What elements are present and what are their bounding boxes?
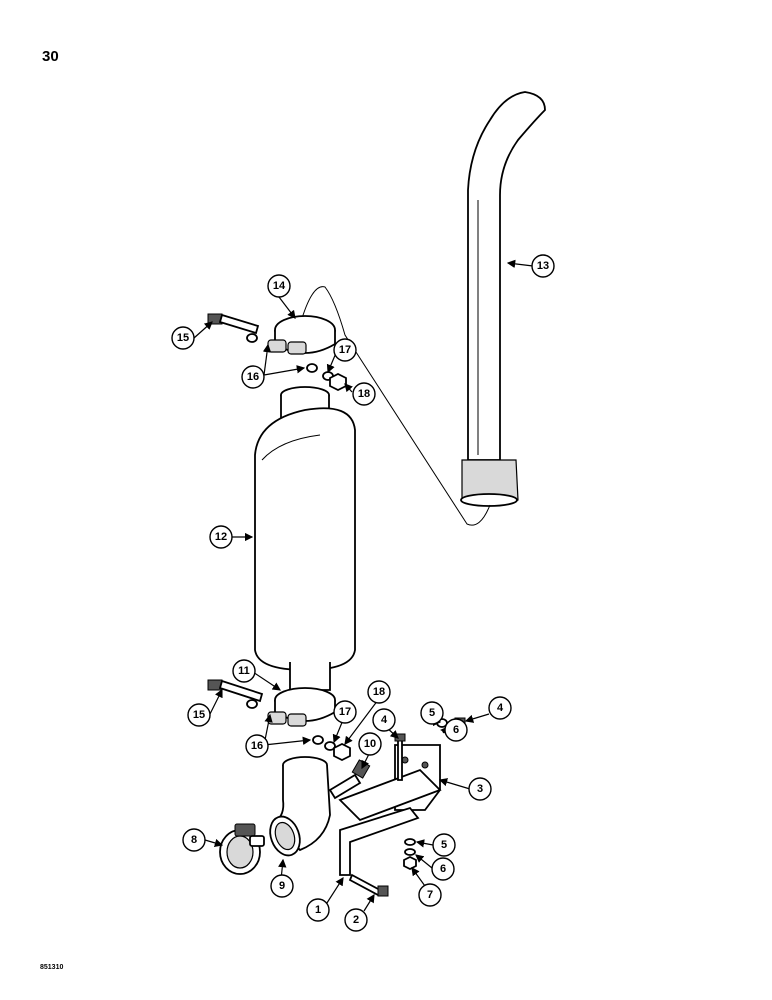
svg-text:18: 18	[373, 686, 385, 698]
lower-nut	[333, 742, 351, 762]
assembly-line	[299, 286, 491, 526]
callout-15-lower: 15	[187, 703, 211, 727]
callout-16-upper: 16	[241, 365, 265, 389]
svg-text:6: 6	[453, 724, 459, 736]
callout-6-lower: 6	[431, 857, 455, 881]
lower-bracket-bolt-head	[377, 885, 389, 897]
svg-text:1: 1	[315, 904, 321, 916]
callout-1: 1	[306, 898, 330, 922]
callout-7: 7	[418, 883, 442, 907]
page-number: 30	[42, 48, 59, 65]
svg-text:4: 4	[381, 714, 388, 726]
lower-bolt	[207, 679, 264, 703]
upper-clamp	[267, 315, 336, 355]
callout-6-upper: 6	[444, 718, 468, 742]
mounting-bracket	[338, 744, 442, 822]
callout-16-lower: 16	[245, 734, 269, 758]
lower-washer	[404, 838, 416, 846]
svg-text:7: 7	[427, 889, 433, 901]
svg-text:5: 5	[441, 839, 447, 851]
upper-washer-left	[246, 333, 258, 343]
svg-text:6: 6	[440, 863, 446, 875]
upper-bolt	[207, 313, 260, 335]
callout-9: 9	[270, 874, 294, 898]
callout-18-lower: 18	[367, 680, 391, 704]
svg-text:15: 15	[177, 332, 189, 344]
svg-text:16: 16	[251, 740, 263, 752]
lower-lockwasher	[324, 741, 336, 751]
lower-washer-bottom	[312, 735, 324, 745]
svg-text:10: 10	[364, 738, 376, 750]
svg-text:12: 12	[215, 531, 227, 543]
callout-13: 13	[531, 254, 555, 278]
svg-text:18: 18	[358, 388, 370, 400]
callout-8: 8	[182, 828, 206, 852]
callout-5-lower: 5	[432, 833, 456, 857]
lower-clamp	[267, 687, 336, 727]
callout-17-lower: 17	[333, 700, 357, 724]
lower-lockwasher-2	[404, 848, 416, 856]
band-clamp	[219, 823, 265, 875]
svg-text:9: 9	[279, 880, 285, 892]
svg-text:4: 4	[497, 702, 504, 714]
callout-11: 11	[232, 659, 256, 683]
exhaust-elbow	[269, 756, 331, 857]
lower-bracket-bolt	[348, 873, 382, 897]
lower-bracket-nut	[403, 855, 417, 871]
callout-2: 2	[344, 908, 368, 932]
lower-strap	[339, 806, 420, 876]
svg-text:17: 17	[339, 344, 351, 356]
callout-3: 3	[468, 777, 492, 801]
svg-text:17: 17	[339, 706, 351, 718]
upper-nut	[329, 372, 347, 392]
svg-text:14: 14	[273, 280, 286, 292]
callout-14: 14	[267, 274, 291, 298]
muffler	[254, 386, 356, 691]
callout-17-upper: 17	[333, 338, 357, 362]
svg-text:11: 11	[238, 665, 250, 677]
svg-text:16: 16	[247, 371, 259, 383]
svg-text:5: 5	[429, 707, 435, 719]
leader-arrows	[193, 259, 534, 912]
bracket-bolt-vertical	[397, 739, 403, 781]
callout-15-upper: 15	[171, 326, 195, 350]
svg-text:2: 2	[353, 914, 359, 926]
callout-4-left: 4	[372, 708, 396, 732]
lower-washer-left	[246, 699, 258, 709]
svg-text:13: 13	[537, 260, 549, 272]
svg-text:15: 15	[193, 709, 205, 721]
exhaust-stack-pipe	[460, 91, 546, 507]
upper-washer-bottom	[306, 363, 318, 373]
bracket-bolt-head	[394, 733, 406, 742]
document-code: 851310	[40, 964, 64, 971]
svg-text:8: 8	[191, 834, 197, 846]
callout-10: 10	[358, 732, 382, 756]
callout-12: 12	[209, 525, 233, 549]
callout-18-upper: 18	[352, 382, 376, 406]
callout-4-right: 4	[488, 696, 512, 720]
svg-text:3: 3	[477, 783, 483, 795]
callout-5-upper: 5	[420, 701, 444, 725]
